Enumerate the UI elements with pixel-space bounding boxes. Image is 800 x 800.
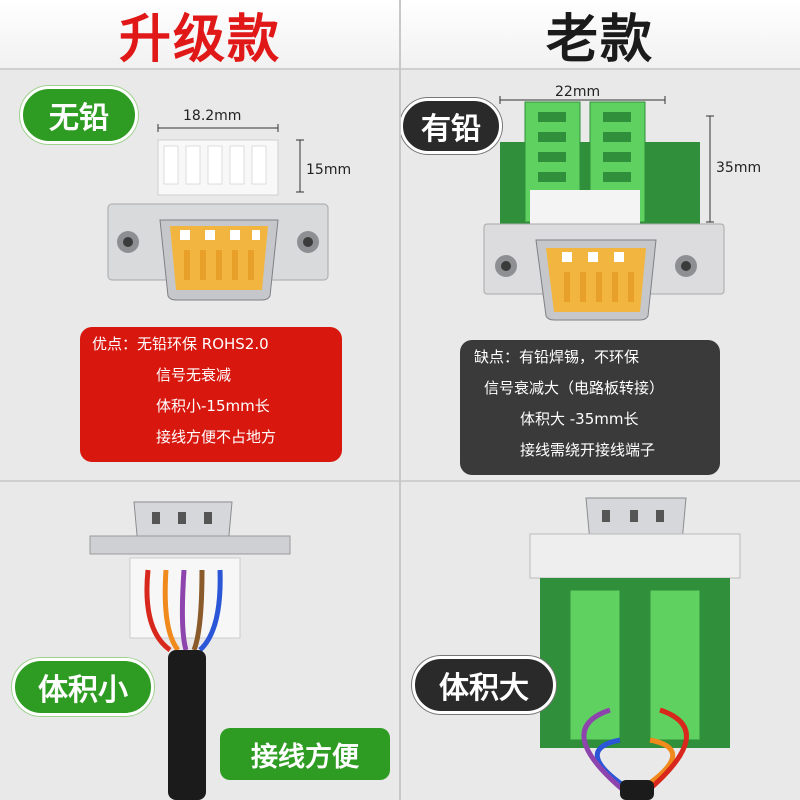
advantage-line: 信号无衰减 xyxy=(156,366,232,384)
advantages-box: 优点：无铅环保 ROHS2.0 信号无衰减 体积小-15mm长 接线方便不占地方 xyxy=(80,327,342,462)
old-connector-wired-photo xyxy=(529,497,741,800)
disadvantage-line: 信号衰减大（电路板转接） xyxy=(484,379,665,397)
title-upgraded: 升级款 xyxy=(0,0,400,70)
new-connector-wired-photo xyxy=(89,501,291,800)
advantage-line: 接线方便不占地方 xyxy=(156,428,277,446)
badge-lead-free: 无铅 xyxy=(20,86,138,144)
badge-small-size: 体积小 xyxy=(12,658,154,716)
disadvantage-line: 体积大 -35mm长 xyxy=(520,410,639,428)
dimension-old-height: 35mm xyxy=(716,160,762,176)
badge-easy-wiring: 接线方便 xyxy=(220,728,390,780)
dimension-new-width: 18.2mm xyxy=(183,108,242,124)
advantage-line: 优点：无铅环保 ROHS2.0 xyxy=(92,335,269,353)
disadvantage-line: 缺点：有铅焊锡，不环保 xyxy=(474,348,640,366)
disadvantages-box: 缺点：有铅焊锡，不环保 信号衰减大（电路板转接） 体积大 -35mm长 接线需绕… xyxy=(460,340,720,475)
badge-large-size: 体积大 xyxy=(412,656,556,714)
dimension-new-height: 15mm xyxy=(306,162,352,178)
advantage-line: 体积小-15mm长 xyxy=(156,397,270,415)
disadvantage-line: 接线需绕开接线端子 xyxy=(520,441,656,459)
new-connector-photo xyxy=(107,124,329,301)
badge-leaded: 有铅 xyxy=(400,98,502,154)
dimension-old-width: 22mm xyxy=(555,84,601,100)
old-connector-photo xyxy=(483,96,725,321)
title-old: 老款 xyxy=(400,0,800,70)
column-divider xyxy=(399,0,401,800)
